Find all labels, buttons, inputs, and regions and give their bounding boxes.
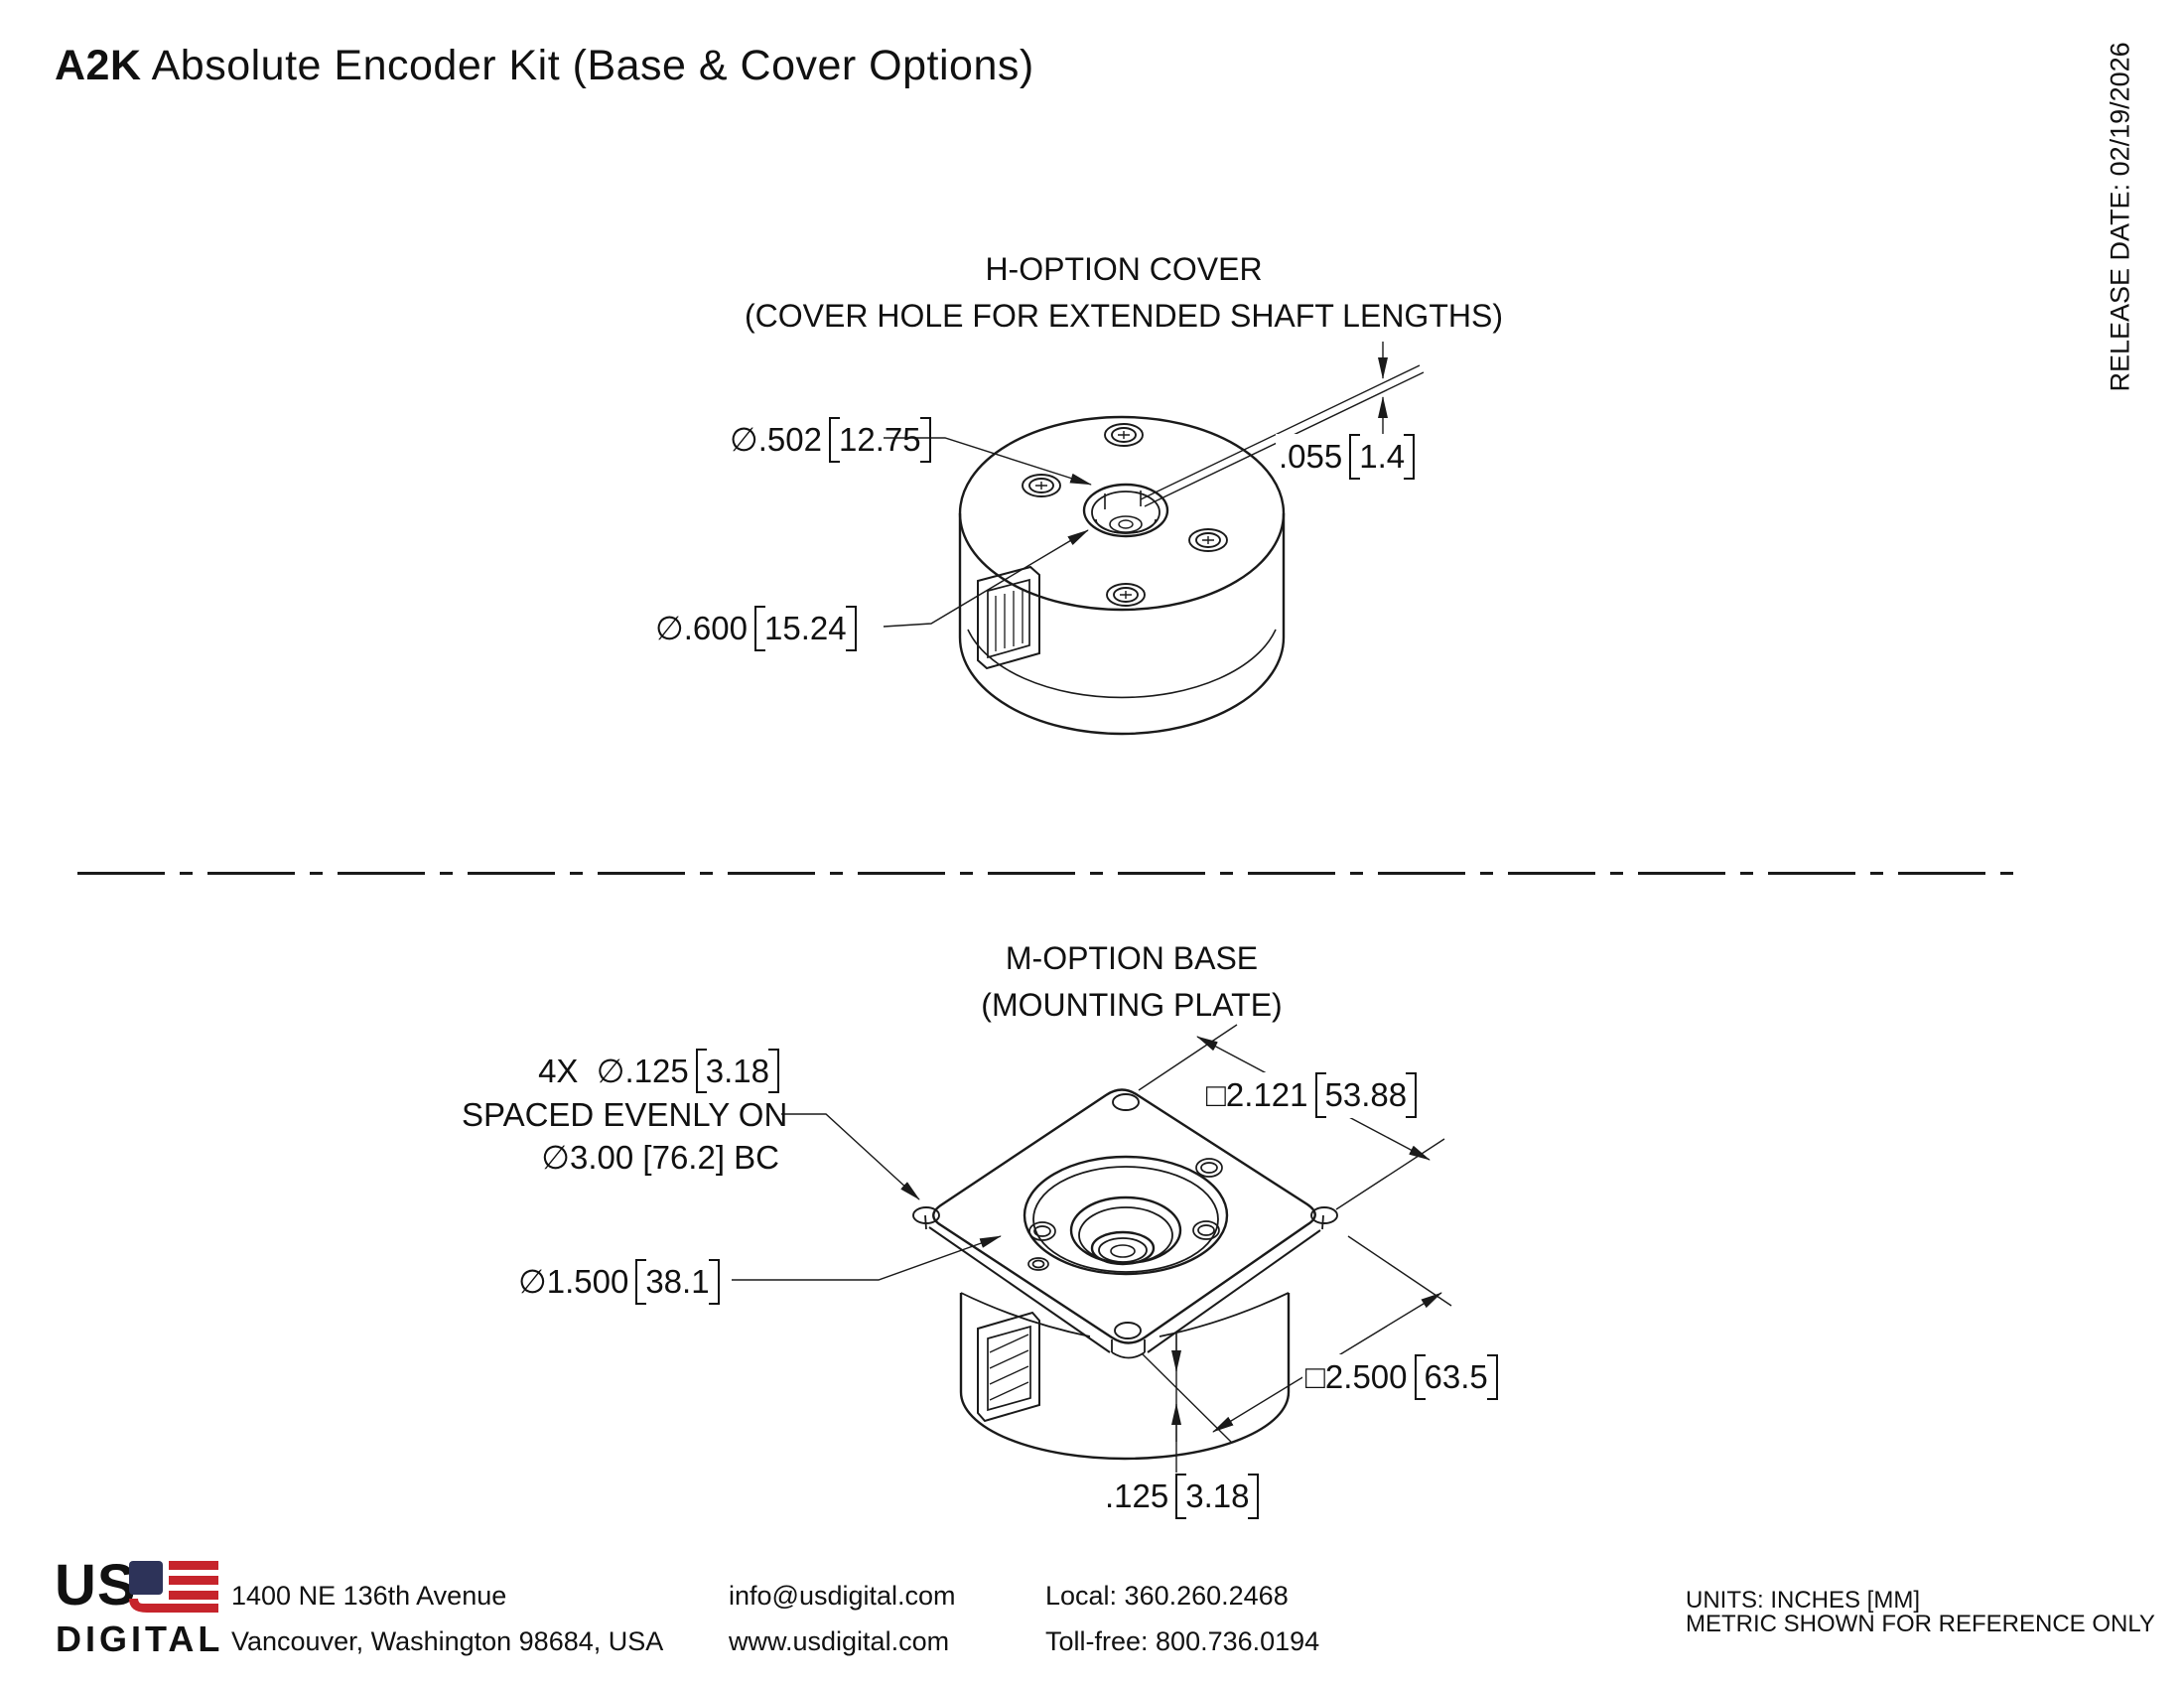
thickness-mm: 1.4 bbox=[1349, 434, 1415, 480]
footer-email: info@usdigital.com bbox=[729, 1581, 956, 1611]
holes-note-line2: SPACED EVENLY ON bbox=[462, 1096, 788, 1133]
page-title: A2K Absolute Encoder Kit (Base & Cover O… bbox=[55, 42, 1034, 90]
plate-size-mm: 63.5 bbox=[1414, 1354, 1498, 1400]
cover-connector-jack bbox=[977, 565, 1040, 670]
encoder-body bbox=[959, 1292, 1291, 1461]
plate-thickness-mm: 3.18 bbox=[1175, 1474, 1260, 1519]
h-option-cover-drawing bbox=[883, 342, 1425, 736]
hole-spacing-inches: □2.121 bbox=[1206, 1076, 1308, 1113]
hole-dia-leader bbox=[884, 437, 1092, 486]
section-divider-line bbox=[77, 872, 2021, 875]
boss-screws bbox=[1027, 1158, 1223, 1271]
bore-dia-mm: 15.24 bbox=[753, 606, 857, 651]
center-boss bbox=[1023, 1155, 1229, 1276]
base-section-subtitle: (MOUNTING PLATE) bbox=[981, 987, 1283, 1023]
plate-size-inches: □2.500 bbox=[1305, 1358, 1408, 1395]
mounting-plate-outline bbox=[932, 1088, 1316, 1344]
thickness-inches: .055 bbox=[1279, 438, 1343, 475]
cover-center-hole bbox=[1082, 483, 1169, 538]
address-line1: 1400 NE 136th Avenue bbox=[231, 1581, 507, 1611]
footer-web: info@usdigital.com www.usdigital.com bbox=[729, 1573, 956, 1664]
hole-dia-mm: 12.75 bbox=[828, 417, 931, 463]
cover-section-heading: H-OPTION COVER (COVER HOLE FOR EXTENDED … bbox=[627, 246, 1620, 340]
bore-dia-inches: ∅.600 bbox=[655, 610, 748, 646]
extended-shaft-line bbox=[1140, 364, 1421, 500]
hole-dia-inches: ∅.502 bbox=[730, 421, 822, 458]
base-section-heading: M-OPTION BASE (MOUNTING PLATE) bbox=[635, 935, 1628, 1029]
bore-dia-leader bbox=[883, 529, 1089, 628]
page-title-text: Absolute Encoder Kit (Base & Cover Optio… bbox=[151, 42, 1034, 89]
units-line1: UNITS: INCHES [MM] bbox=[1686, 1587, 1921, 1614]
corner-holes-leader bbox=[781, 1113, 920, 1200]
address-line2: Vancouver, Washington 98684, USA bbox=[231, 1626, 664, 1656]
footer-address: 1400 NE 136th Avenue Vancouver, Washingt… bbox=[231, 1573, 663, 1664]
phone-tollfree: Toll-free: 800.736.0194 bbox=[1045, 1626, 1320, 1656]
holes-dia-inches: ∅.125 bbox=[596, 1053, 689, 1089]
phone-local: Local: 360.260.2468 bbox=[1045, 1581, 1289, 1611]
cover-section-title: H-OPTION COVER bbox=[985, 251, 1263, 287]
logo-digital-text: DIGITAL bbox=[56, 1618, 224, 1659]
footer-units-note: UNITS: INCHES [MM] METRIC SHOWN FOR REFE… bbox=[1686, 1589, 2155, 1636]
footer-phones: Local: 360.260.2468 Toll-free: 800.736.0… bbox=[1045, 1573, 1319, 1664]
boss-dia-leader bbox=[732, 1235, 1002, 1281]
base-connector-jack bbox=[977, 1311, 1040, 1423]
cover-section-subtitle: (COVER HOLE FOR EXTENDED SHAFT LENGTHS) bbox=[745, 298, 1503, 334]
logo-us-text: US bbox=[55, 1553, 137, 1618]
cover-screws bbox=[1022, 423, 1228, 607]
boss-dia-mm: 38.1 bbox=[635, 1259, 720, 1305]
footer-website: www.usdigital.com bbox=[729, 1626, 950, 1656]
release-date: RELEASE DATE: 02/19/2026 bbox=[2105, 42, 2135, 392]
holes-note-line3: ∅3.00 [76.2] BC bbox=[541, 1139, 779, 1176]
mounting-holes bbox=[912, 1093, 1338, 1339]
holes-dia-mm: 3.18 bbox=[695, 1049, 780, 1093]
hole-spacing-mm: 53.88 bbox=[1314, 1072, 1418, 1118]
m-option-base-drawing bbox=[732, 1024, 1452, 1473]
boss-dia-inches: ∅1.500 bbox=[518, 1263, 629, 1300]
plate-size-dimension-lines bbox=[1141, 1235, 1452, 1443]
holes-count: 4X bbox=[538, 1053, 579, 1089]
plate-thickness-inches: .125 bbox=[1105, 1477, 1169, 1514]
base-section-title: M-OPTION BASE bbox=[1005, 940, 1259, 976]
units-line2: METRIC SHOWN FOR REFERENCE ONLY bbox=[1686, 1611, 2155, 1637]
us-flag-icon bbox=[129, 1561, 218, 1613]
product-model: A2K bbox=[55, 42, 142, 89]
